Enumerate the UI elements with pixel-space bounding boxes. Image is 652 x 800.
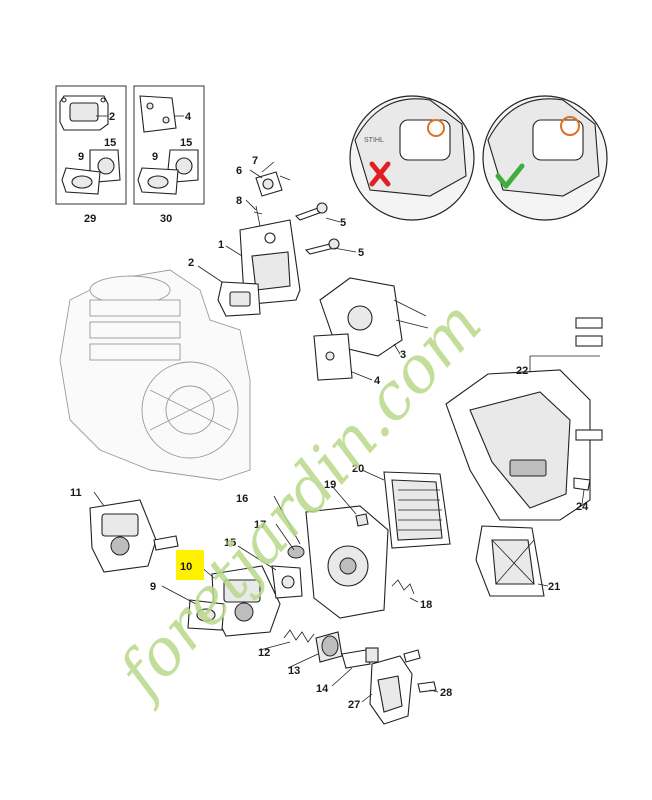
- callout-8: 8: [236, 195, 242, 207]
- part-nut-19: [355, 513, 369, 527]
- callout-15: 15: [224, 537, 236, 549]
- part-cover-27: [369, 655, 413, 725]
- callout-7: 7: [252, 155, 258, 167]
- callout-3: 3: [400, 349, 406, 361]
- gasket-kit-29-box: [55, 85, 127, 205]
- part-flange-1: [239, 219, 301, 305]
- inset-ring-wrong: [427, 119, 445, 137]
- inset-ring-right: [560, 116, 580, 136]
- callout-17: 17: [254, 519, 266, 531]
- part-cover-22: [445, 317, 603, 521]
- callout-15: 15: [180, 137, 192, 149]
- callout-19: 19: [324, 479, 336, 491]
- callout-4: 4: [185, 111, 192, 123]
- callout-14: 14: [316, 683, 329, 695]
- callout-21: 21: [548, 581, 560, 593]
- callout-4: 4: [374, 375, 381, 387]
- part-spring-8: [253, 205, 263, 227]
- callout-20: 20: [352, 463, 364, 475]
- part-filter-21: [475, 525, 545, 597]
- part-carburetor-11: [89, 499, 179, 573]
- callout-18: 18: [420, 599, 432, 611]
- part-gasket-9: [187, 599, 225, 631]
- inset-comparison: STIHL: [349, 95, 608, 221]
- callout-12: 12: [258, 647, 270, 659]
- part-gasket-15: [271, 565, 303, 599]
- callout-16: 16: [236, 493, 248, 505]
- part-screws-28: [403, 649, 437, 693]
- leader-lines: [93, 115, 585, 703]
- callout-22: 22: [516, 365, 528, 377]
- part-gasket-2: [217, 281, 261, 317]
- gasket-kit-30-box: [133, 85, 205, 205]
- callout-24: 24: [576, 501, 589, 513]
- part-filter-20: [383, 471, 451, 549]
- part-spring-18: [391, 579, 415, 595]
- part-gasket-4: [313, 333, 353, 381]
- part-carburetor-10: [211, 565, 281, 637]
- part-screw-24: [573, 477, 591, 491]
- callout-29: 29: [84, 213, 96, 225]
- check-icon: [495, 163, 525, 189]
- callout-2: 2: [109, 111, 115, 123]
- callout-28: 28: [440, 687, 452, 699]
- callout-5: 5: [340, 217, 346, 229]
- part-screws-5: [295, 202, 340, 255]
- callout-30: 30: [160, 213, 172, 225]
- highlight-box-10: [176, 550, 204, 580]
- callout-6: 6: [236, 165, 242, 177]
- callout-9: 9: [150, 581, 156, 593]
- engine-block: [59, 269, 251, 481]
- callout-2: 2: [188, 257, 194, 269]
- callout-27: 27: [348, 699, 360, 711]
- part-housing-16: [305, 505, 389, 619]
- part-spring-12: [283, 629, 315, 643]
- callout-10: 10: [180, 561, 192, 573]
- inset-stihl-label: STIHL: [364, 137, 384, 144]
- callout-11: 11: [70, 487, 82, 499]
- part-lever-6-7: [255, 171, 291, 197]
- cross-icon: [369, 161, 391, 187]
- part-shaft-14: [341, 647, 379, 669]
- callout-9: 9: [152, 151, 158, 163]
- callout-15: 15: [104, 137, 116, 149]
- part-bushing-13: [315, 631, 343, 663]
- part-plug-17: [287, 545, 305, 559]
- callout-5: 5: [358, 247, 364, 259]
- callout-1: 1: [218, 239, 224, 251]
- callout-9: 9: [78, 151, 84, 163]
- callout-labels: 2 15 9 29 4 15 9 30 7 6 8 5 1 5 2 3 4 22…: [70, 111, 589, 711]
- callout-13: 13: [288, 665, 300, 677]
